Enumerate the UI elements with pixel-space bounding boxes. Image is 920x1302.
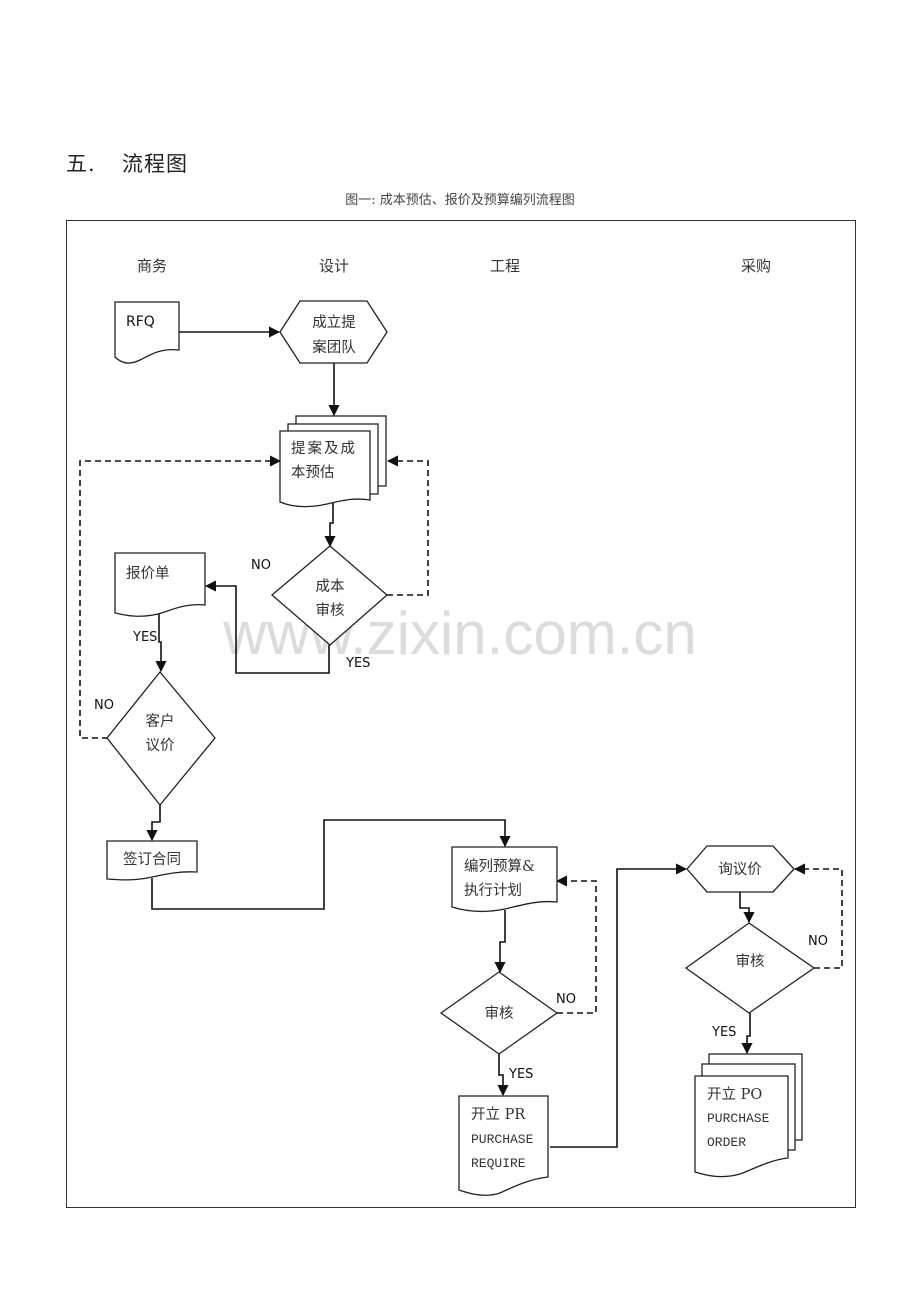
section-title: 流程图	[122, 152, 188, 176]
edge-pr-to-inquiry	[550, 863, 688, 1148]
node-pr: 开立 PR PURCHASE REQUIRE	[458, 1095, 549, 1196]
node-quote: 报价单	[114, 552, 206, 617]
node-contract-label: 签订合同	[123, 851, 181, 868]
document-shape	[106, 840, 198, 881]
flowchart-frame	[66, 220, 856, 1208]
node-pr-line-1: 开立 PR	[471, 1106, 526, 1123]
node-team-line-2: 案团队	[312, 338, 356, 356]
section-number: 五.	[66, 152, 96, 176]
lane-engineering: 工程	[490, 257, 520, 275]
node-quote-label: 报价单	[126, 565, 170, 582]
label-inquiry-review-yes: YES	[711, 1025, 736, 1040]
label-cost-review-no: NO	[251, 558, 271, 573]
label-inquiry-review-no: NO	[808, 934, 828, 949]
decision-shape	[106, 670, 216, 807]
node-inquiry: 询议价	[686, 845, 795, 893]
edge-proposal-to-cost-review	[324, 500, 336, 548]
lane-design: 设计	[319, 257, 349, 275]
preparation-shape	[686, 845, 795, 893]
edge-quote-to-client	[155, 614, 167, 673]
document-shape	[279, 430, 371, 508]
node-client-line-1: 客户	[146, 713, 175, 730]
edge-cost-review-no	[386, 455, 429, 596]
label-client-no: NO	[94, 698, 114, 713]
edge-budget-review-no	[555, 875, 597, 1014]
node-cost-review-line-2: 审核	[316, 602, 345, 619]
node-pr-line-3: REQUIRE	[471, 1156, 526, 1171]
label-cost-review-yes: YES	[345, 656, 370, 671]
node-po: 开立 PO PURCHASE ORDER	[694, 1053, 803, 1178]
node-cost-review: 成本 审核	[270, 545, 388, 646]
node-budget-review-label: 审核	[485, 1005, 514, 1022]
lane-business: 商务	[137, 257, 167, 275]
node-pr-line-2: PURCHASE	[471, 1132, 534, 1147]
node-po-line-1: 开立 PO	[707, 1086, 762, 1103]
document-shape	[458, 1095, 549, 1196]
edge-budget-review-yes	[497, 1054, 509, 1097]
node-team: 成立提 案团队	[279, 300, 388, 364]
node-budget-line-1: 编列预算&	[464, 858, 535, 875]
node-inquiry-label: 询议价	[718, 861, 762, 878]
document-shape	[114, 552, 206, 617]
node-proposal: 提案及成 本预估	[279, 415, 387, 508]
node-contract: 签订合同	[106, 840, 198, 881]
node-po-line-3: ORDER	[707, 1135, 746, 1150]
section-heading: 五. 流程图	[66, 148, 188, 178]
label-quote-yes: YES	[132, 630, 157, 645]
node-budget: 编列预算& 执行计划	[451, 846, 558, 913]
edge-inquiry-to-review	[739, 892, 755, 924]
edge-client-to-contract	[146, 805, 161, 842]
edge-inquiry-review-no	[793, 863, 843, 969]
node-budget-review: 审核	[439, 971, 559, 1055]
figure-caption: 图一: 成本预估、报价及预算编列流程图	[345, 193, 575, 208]
node-cost-review-line-1: 成本	[316, 578, 345, 595]
node-rfq-label: RFQ	[126, 314, 155, 330]
edge-inquiry-review-yes	[741, 1013, 753, 1055]
document-shape	[694, 1075, 789, 1178]
node-budget-line-2: 执行计划	[464, 882, 522, 899]
edge-budget-to-review	[494, 910, 506, 974]
edge-contract-to-budget	[151, 819, 511, 910]
node-proposal-line-1: 提案及成	[291, 439, 357, 457]
label-budget-review-yes: YES	[508, 1067, 533, 1082]
edge-cost-review-yes	[204, 580, 330, 674]
node-po-line-2: PURCHASE	[707, 1111, 770, 1126]
lane-purchasing: 采购	[741, 257, 771, 275]
edges	[79, 326, 843, 1148]
decision-shape	[270, 545, 388, 646]
decision-shape	[684, 922, 816, 1014]
document-shape	[114, 301, 180, 364]
document-shape	[451, 846, 558, 913]
node-proposal-line-2: 本预估	[291, 464, 335, 481]
edge-client-no	[79, 455, 282, 739]
preparation-shape	[279, 300, 388, 364]
node-team-line-1: 成立提	[312, 314, 356, 331]
node-inquiry-review-label: 审核	[736, 953, 765, 970]
node-client-line-2: 议价	[146, 737, 175, 754]
node-inquiry-review: 审核	[684, 922, 816, 1014]
label-budget-review-no: NO	[556, 992, 576, 1007]
node-rfq: RFQ	[114, 301, 180, 364]
node-client-negotiation: 客户 议价	[106, 670, 216, 807]
decision-shape	[439, 971, 559, 1055]
